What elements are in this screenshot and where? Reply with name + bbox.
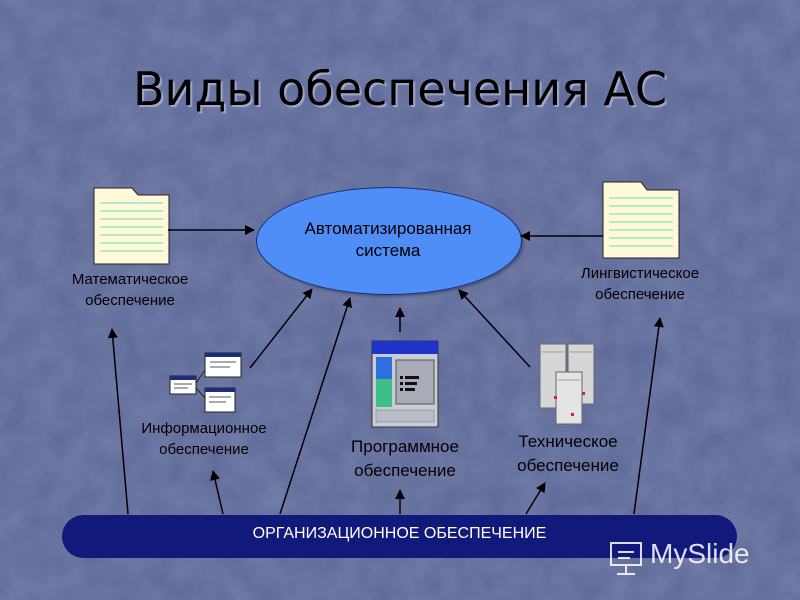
- info-support-line2: обеспечение: [159, 441, 249, 458]
- organizational-support-label: ОРГАНИЗАЦИОННОЕ ОБЕСПЕЧЕНИЕ: [252, 525, 547, 542]
- prog-support-line2: обеспечение: [354, 461, 456, 480]
- automated-system-label: Автоматизированная система: [256, 218, 520, 262]
- info-support-line1: Информационное: [141, 420, 267, 437]
- watermark-text: MySlide: [650, 538, 750, 569]
- tech-support-line2: обеспечение: [517, 456, 619, 475]
- math-document-icon: [93, 187, 170, 265]
- tech-support-line1: Техническое: [518, 432, 618, 451]
- arrow-org-to-math: [107, 328, 129, 515]
- tech-support-label: Техническое обеспечение: [493, 430, 643, 478]
- arrow-tech-to-system: [458, 289, 531, 368]
- software-window-icon: [371, 340, 439, 428]
- linguistic-document-icon: [602, 181, 680, 259]
- database-windows-icon: [169, 352, 242, 413]
- arrow-org-to-info: [210, 470, 224, 515]
- prog-support-label: Программное обеспечение: [330, 435, 480, 483]
- ling-support-line2: обеспечение: [595, 286, 685, 303]
- arrow-org-to-ling: [633, 317, 664, 515]
- automated-system-ellipse: [256, 187, 522, 295]
- watermark-logo-icon: [610, 542, 642, 575]
- prog-support-line1: Программное: [351, 437, 459, 456]
- connector-arrows: [107, 225, 664, 515]
- ling-support-label: Лингвистическое обеспечение: [565, 263, 715, 305]
- math-support-label: Математическое обеспечение: [55, 269, 205, 311]
- servers-icon: [539, 343, 595, 425]
- math-support-line1: Математическое: [71, 271, 189, 288]
- arrow-org-to-tech: [525, 482, 546, 515]
- arrow-info-to-system: [249, 288, 313, 369]
- slide-title: Виды обеспечения АС: [132, 62, 667, 116]
- arrow-org-to-system: [279, 297, 352, 515]
- math-support-line2: обеспечение: [85, 292, 175, 309]
- ling-support-line1: Лингвистическое: [580, 265, 700, 282]
- automated-system-line1: Автоматизированная: [304, 219, 472, 238]
- automated-system-line2: система: [355, 241, 421, 260]
- organizational-support-bar: [62, 515, 737, 558]
- info-support-label: Информационное обеспечение: [128, 418, 280, 460]
